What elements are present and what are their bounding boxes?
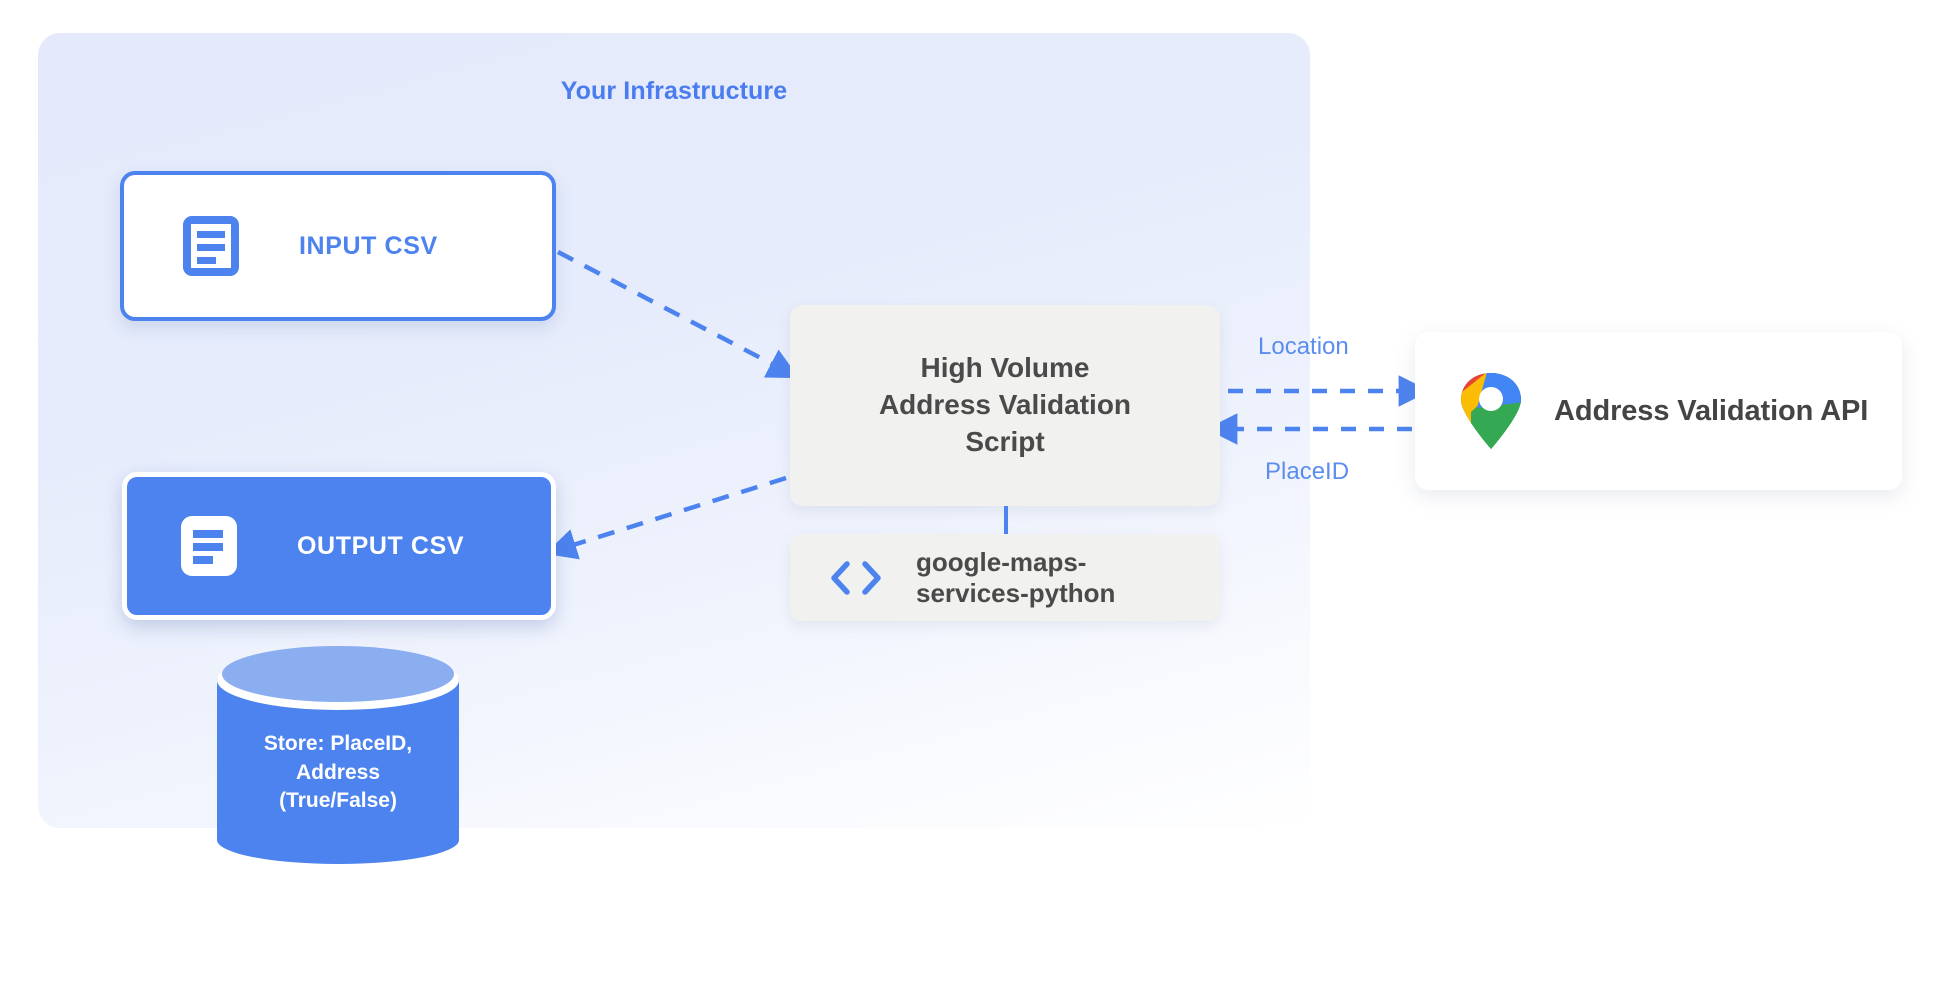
code-brackets-icon xyxy=(831,560,881,595)
document-icon xyxy=(181,516,237,576)
edge-label-placeid: PlaceID xyxy=(1265,458,1350,485)
node-validation-script[interactable]: High Volume Address Validation Script xyxy=(790,305,1220,506)
library-label-block: google-maps- services-python xyxy=(916,547,1115,608)
page-title: Your Infrastructure xyxy=(560,77,788,105)
node-output-csv[interactable]: OUTPUT CSV xyxy=(122,472,556,620)
script-line-1: High Volume xyxy=(920,352,1090,384)
api-label: Address Validation API xyxy=(1554,394,1869,427)
edge-script-to-library xyxy=(1004,506,1008,535)
google-maps-pin-icon xyxy=(1461,373,1521,449)
node-google-maps-services-python[interactable]: google-maps- services-python xyxy=(790,534,1220,621)
node-database[interactable] xyxy=(213,638,463,870)
library-line-1: google-maps- xyxy=(916,547,1087,578)
document-icon xyxy=(183,216,239,276)
node-address-validation-api[interactable]: Address Validation API xyxy=(1415,332,1902,490)
node-input-csv[interactable]: INPUT CSV xyxy=(120,171,556,321)
output-csv-label: OUTPUT CSV xyxy=(297,531,465,560)
script-line-3: Script xyxy=(965,425,1045,457)
input-csv-label: INPUT CSV xyxy=(299,231,438,260)
library-line-2: services-python xyxy=(916,577,1116,608)
edge-label-location: Location xyxy=(1258,333,1349,360)
script-line-2: Address Validation xyxy=(878,389,1132,421)
